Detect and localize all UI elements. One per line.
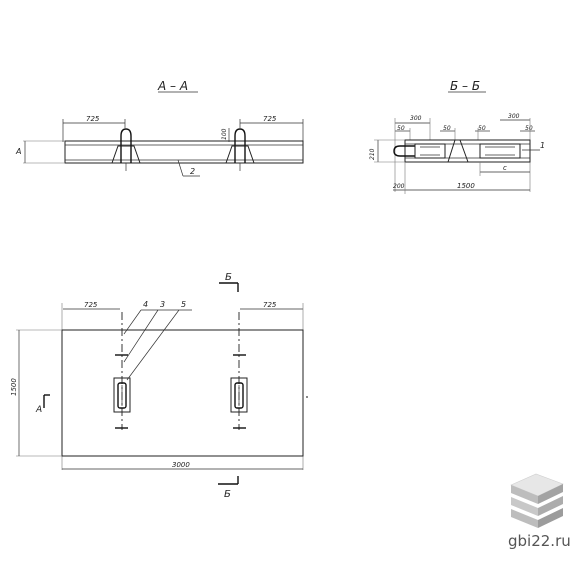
slab-section-body — [64, 140, 304, 164]
plan-dim-height: 1500 — [10, 378, 18, 396]
plan-pocket-right — [230, 377, 248, 413]
b-slab-section — [404, 139, 531, 163]
dim-b-300-right: 300 — [508, 113, 520, 120]
dim-b-200: 200 — [393, 183, 405, 190]
dim-b-300-left: 300 — [410, 115, 422, 122]
stacked-slabs-logo-icon — [510, 473, 564, 528]
loop-pocket-right — [225, 145, 255, 164]
callout-3-leader — [123, 309, 159, 363]
watermark-text: gbi22.ru — [508, 532, 571, 550]
callout-1-label: 1 — [540, 141, 545, 150]
dim-b-50c: 50 — [478, 125, 486, 132]
section-b-b: Б – Б 300 300 50 50 50 50 — [369, 79, 545, 194]
callout-2-leader — [177, 159, 184, 177]
plan-loop-right — [234, 382, 244, 409]
callout-4-leader — [123, 309, 142, 335]
callout-3-label: 3 — [160, 300, 165, 309]
plan-marker-dot — [306, 396, 308, 398]
dim-b-c: с — [503, 164, 507, 172]
cut-mark-top-label: Б — [225, 272, 232, 283]
dim-a-right-label: 725 — [263, 115, 277, 123]
dim-a-left-label: 725 — [86, 115, 100, 123]
loop-pocket-left — [111, 145, 141, 164]
section-a-a: А – А 725 725 100 А 2 — [15, 79, 304, 177]
cut-mark-bottom-label: Б — [224, 489, 231, 500]
dim-b-50a: 50 — [397, 125, 405, 132]
plan-loop-left — [117, 382, 127, 409]
plan-view: Б Б 725 725 1500 А 3000 — [10, 272, 308, 500]
plan-dim-length: 3000 — [172, 461, 190, 469]
callout-5-label: 5 — [181, 300, 186, 309]
b-pocket-left — [414, 143, 446, 159]
plan-dim-top-right: 725 — [263, 301, 277, 309]
callout-5-leader — [126, 309, 180, 381]
dim-b-50b: 50 — [443, 125, 451, 132]
slab-plan-outline — [61, 329, 304, 457]
dim-b-50d: 50 — [525, 125, 533, 132]
cut-mark-a-label: А — [35, 405, 42, 415]
b-pocket-right — [479, 143, 521, 159]
lifting-loop-left — [120, 128, 132, 163]
lifting-loop-right — [234, 128, 246, 163]
callout-4-label: 4 — [143, 300, 148, 309]
b-lifting-loop — [393, 145, 415, 157]
b-slot-walls — [447, 139, 469, 163]
section-a-title: А – А — [157, 79, 188, 93]
section-a-marker: А — [15, 147, 21, 156]
dim-b-vertical: 210 — [369, 148, 376, 160]
section-b-title: Б – Б — [450, 79, 480, 93]
dim-a-small-label: 100 — [221, 128, 228, 140]
callout-2-label: 2 — [190, 167, 195, 176]
plan-dim-top-left: 725 — [84, 301, 98, 309]
plan-pocket-left — [113, 377, 131, 413]
dim-b-1500: 1500 — [457, 182, 475, 190]
